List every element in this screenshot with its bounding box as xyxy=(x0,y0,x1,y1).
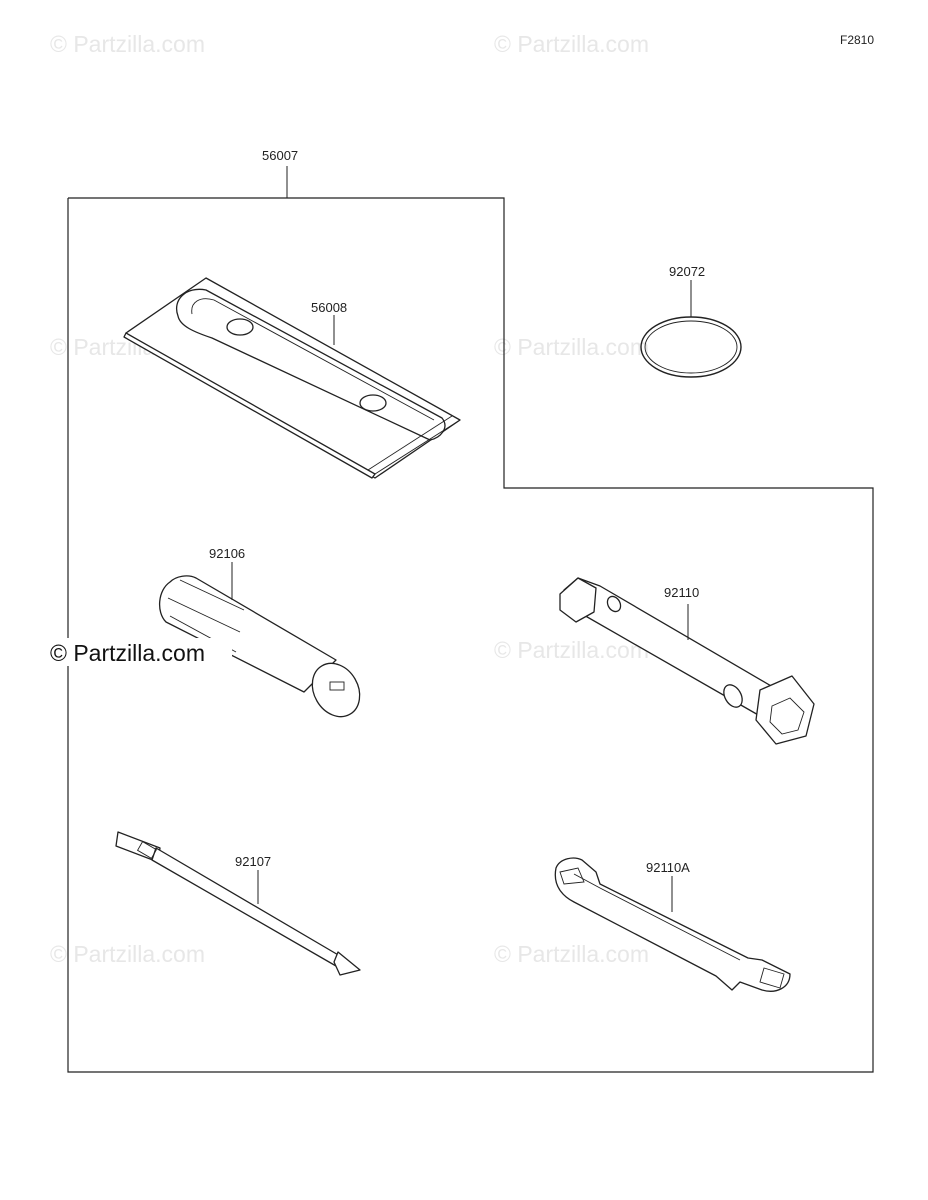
part-number-screwdriver: 92107 xyxy=(235,854,271,869)
part-number-oring: 92072 xyxy=(669,264,705,279)
part-number-toolkit: 56007 xyxy=(262,148,298,163)
tool-case-part xyxy=(123,277,461,479)
oring-part xyxy=(640,280,742,378)
watermark-prominent: © Partzilla.com xyxy=(50,640,205,666)
open-wrench-part xyxy=(554,857,791,992)
part-number-handle: 92106 xyxy=(209,546,245,561)
watermark-layer: © Partzilla.com © Partzilla.com © Partzi… xyxy=(50,31,649,967)
toolkit-boundary xyxy=(67,197,874,1073)
box-wrench-part xyxy=(559,577,815,745)
figure-code: F2810 xyxy=(840,33,874,47)
handle-part xyxy=(159,562,361,718)
watermark: © Partzilla.com xyxy=(494,31,649,57)
watermark: © Partzilla.com xyxy=(50,31,205,57)
screwdriver-part xyxy=(115,831,361,976)
watermark: © Partzilla.com xyxy=(494,941,649,967)
watermark: © Partzilla.com xyxy=(494,637,649,663)
part-number-box-wrench: 92110 xyxy=(664,585,699,600)
part-number-open-wrench: 92110A xyxy=(646,860,690,875)
watermark: © Partzilla.com xyxy=(494,334,649,360)
part-number-case: 56008 xyxy=(311,300,347,315)
watermark: © Partzilla.com xyxy=(50,941,205,967)
watermark-backdrop xyxy=(46,638,232,666)
